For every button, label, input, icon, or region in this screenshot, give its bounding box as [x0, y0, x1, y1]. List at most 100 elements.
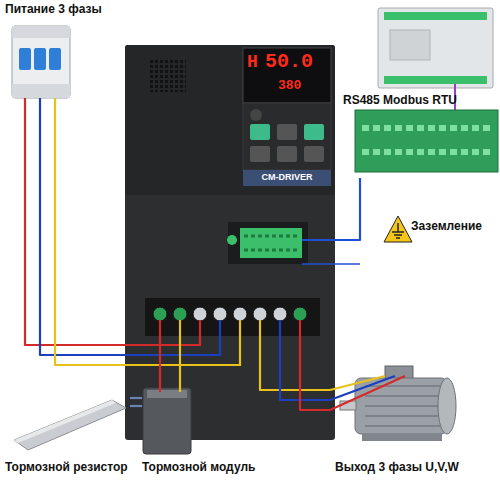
- node-label: RS485 Modbus RTU: [343, 94, 457, 107]
- wire-stub: [179, 380, 181, 392]
- wire-stub: [279, 320, 281, 372]
- knob: [250, 109, 262, 121]
- breaker-body: [12, 26, 70, 98]
- vent-grid: [150, 58, 186, 92]
- frame-line: [302, 263, 360, 265]
- inverter-cover: [125, 45, 335, 195]
- logo-plate: [243, 170, 331, 186]
- control-cavity: [228, 222, 308, 264]
- breaker-toggle: [34, 48, 46, 70]
- key-button: [277, 146, 297, 162]
- plc-terminals: [384, 12, 487, 20]
- node-label: Тормозной модуль: [142, 461, 255, 474]
- module-body: [143, 388, 191, 454]
- motor-node: Выход 3 фазы U,V,W: [330, 360, 498, 478]
- ground-line: [397, 223, 399, 232]
- cooling-fin: [365, 425, 440, 427]
- breaker-toggle: [49, 48, 61, 70]
- display-panel: [243, 48, 331, 103]
- motor: [330, 366, 456, 441]
- wire-stub: [54, 98, 56, 110]
- ground-line: [392, 231, 404, 233]
- terminal-screws: [362, 149, 494, 155]
- terminal-box: [385, 366, 413, 379]
- breaker-node: Питание 3 фазы: [0, 0, 125, 110]
- terminal-screws: [244, 235, 298, 238]
- wire-stub: [179, 320, 181, 372]
- plc: [355, 8, 498, 172]
- wire: [179, 372, 181, 380]
- cooling-fin: [365, 395, 440, 397]
- wire: [55, 110, 125, 365]
- wire: [260, 372, 330, 390]
- terminal-screws: [362, 125, 494, 131]
- terminal-screw: [153, 307, 167, 321]
- wire: [40, 110, 125, 355]
- key-button: [304, 124, 324, 140]
- ground-line: [396, 237, 400, 239]
- terminal-zoom: [355, 110, 498, 172]
- fan-cover: [438, 378, 456, 434]
- ground-node: Заземление: [375, 212, 498, 262]
- wire: [159, 372, 161, 380]
- node-label: Тормозной резистор: [5, 461, 128, 474]
- terminal-screw: [293, 307, 307, 321]
- cooling-fin: [365, 405, 440, 407]
- brake-module: [143, 380, 191, 454]
- terminal-screws: [244, 249, 298, 252]
- breaker-terminals: [12, 26, 70, 38]
- key-button: [250, 146, 270, 162]
- terminal-screw: [193, 307, 207, 321]
- warning-triangle: [384, 216, 412, 242]
- wire-stub: [24, 98, 26, 110]
- terminal-screw: [273, 307, 287, 321]
- wire-stub: [39, 98, 41, 110]
- control-terminal: [240, 228, 302, 258]
- wire-stub: [125, 320, 220, 355]
- circuit-breaker: [12, 26, 70, 110]
- display-frequency: 50.0: [265, 51, 313, 73]
- brand-label: CM-DRIVER: [243, 173, 331, 183]
- frequency-inverter: [125, 45, 360, 440]
- key-button: [304, 146, 324, 162]
- wire-stub: [159, 380, 161, 392]
- ground-symbol: [384, 216, 412, 242]
- brake-resistor: [14, 400, 126, 450]
- node-label: Выход 3 фазы U,V,W: [335, 461, 459, 474]
- wire: [335, 178, 360, 240]
- resistor-body: [14, 400, 126, 450]
- wire: [130, 405, 142, 407]
- key-button: [277, 124, 297, 140]
- resistor-highlight: [14, 400, 116, 443]
- plc-body: [378, 8, 493, 88]
- node-label: Питание 3 фазы: [5, 3, 102, 16]
- key-button: [250, 124, 270, 140]
- keypad: [243, 103, 331, 170]
- motor-feet: [362, 434, 442, 441]
- wire-stub: [259, 320, 261, 372]
- brake-module-node: Тормозной модуль: [142, 380, 257, 478]
- plc-panel: [390, 30, 430, 60]
- terminal-screw: [233, 307, 247, 321]
- breaker-toggle: [19, 48, 31, 70]
- terminal-screw: [173, 307, 187, 321]
- plc-node: RS485 Modbus RTU: [340, 0, 498, 178]
- wire: [280, 372, 330, 400]
- display-voltage: 380: [278, 79, 301, 93]
- terminal-screw: [213, 307, 227, 321]
- wire: [300, 372, 330, 410]
- inverter-node: H 50.0 380CM-DRIVER: [125, 45, 335, 372]
- wire-stub: [330, 376, 395, 400]
- wire-stub: [125, 320, 200, 345]
- wire-stub: [159, 320, 161, 372]
- wire: [130, 397, 142, 399]
- ground-line: [394, 234, 402, 236]
- display-mode: H: [247, 53, 258, 73]
- cooling-fin: [365, 385, 440, 387]
- plc-terminals: [384, 76, 487, 84]
- cooling-fin: [365, 415, 440, 417]
